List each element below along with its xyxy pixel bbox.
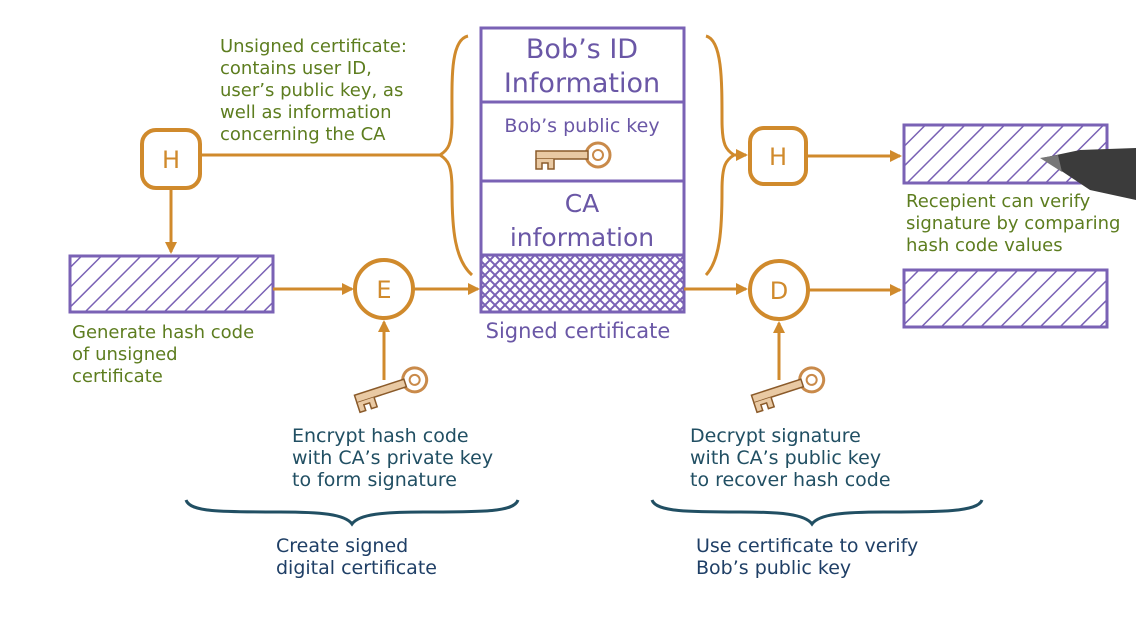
recipient-note: Recepient can verify signature by compar… xyxy=(906,191,1126,256)
cert-public-key-box xyxy=(479,100,686,183)
create-group-label: Create signed digital certificate xyxy=(276,535,437,579)
signature-box xyxy=(479,253,686,314)
cert-ca-label-1: CA xyxy=(565,189,600,218)
decrypt-node-label: D xyxy=(770,277,788,305)
create-group-brace xyxy=(184,499,520,527)
public-key-icon xyxy=(747,363,829,414)
encrypt-node-label: E xyxy=(376,276,391,304)
cert-id-label-2: Information xyxy=(504,68,660,99)
hash-node-right-label: H xyxy=(769,143,787,171)
unsigned-cert-note: Unsigned certificate: contains user ID, … xyxy=(220,36,413,145)
private-key-icon xyxy=(350,363,432,414)
signed-certificate-label: Signed certificate xyxy=(486,319,671,343)
cert-ca-box xyxy=(479,179,686,257)
encrypt-hash-note: Encrypt hash code with CA’s private key … xyxy=(292,425,499,491)
cert-id-box xyxy=(479,26,686,104)
cert-ca-label-2: information xyxy=(510,223,654,252)
left-brace xyxy=(437,34,474,277)
recovered-hash-box xyxy=(902,268,1109,329)
pen-icon xyxy=(1040,148,1136,200)
cert-id-label-1: Bob’s ID xyxy=(526,34,638,65)
use-group-brace xyxy=(650,499,984,527)
cert-public-key-label: Bob’s public key xyxy=(504,115,659,137)
use-group-label: Use certificate to verify Bob’s public k… xyxy=(696,535,924,579)
hash-code-box xyxy=(68,254,275,314)
certificate-stack: Bob’s ID Information Bob’s public key CA… xyxy=(479,26,686,343)
generate-hash-note: Generate hash code of unsigned certifica… xyxy=(72,322,260,387)
hash-node-left-label: H xyxy=(162,146,180,174)
decrypt-sig-note: Decrypt signature with CA’s public key t… xyxy=(690,425,891,491)
right-brace xyxy=(704,34,737,277)
